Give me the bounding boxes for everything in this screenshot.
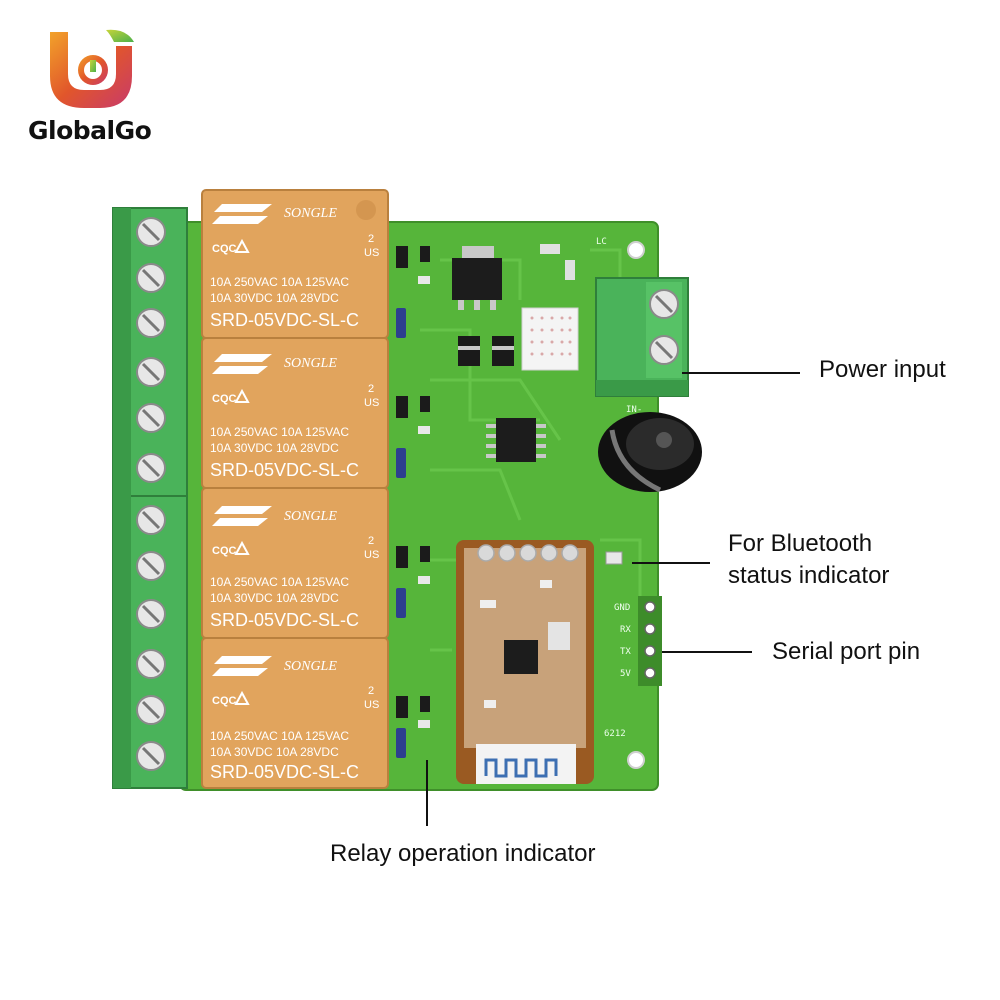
relay-model: SRD-05VDC-SL-C [210, 460, 359, 480]
relay-rating-1: 10A 250VAC 10A 125VAC [210, 729, 349, 743]
relay-ul: US [364, 397, 379, 409]
relay-ul-num: 2 [368, 685, 374, 697]
power-input-leader [682, 372, 800, 374]
led-module [521, 307, 579, 371]
relay-ul-num: 2 [368, 233, 374, 245]
relay-rating-2: 10A 30VDC 10A 28VDC [210, 591, 339, 605]
relay-driver-components [396, 246, 430, 758]
callout-bluetooth-line-1: For Bluetooth [728, 530, 873, 557]
relay-rating-2: 10A 30VDC 10A 28VDC [210, 441, 339, 455]
callout-power-input: Power input [819, 356, 946, 383]
relay-rating-2: 10A 30VDC 10A 28VDC [210, 291, 339, 305]
relay-brand: SONGLE [284, 659, 337, 674]
relay-rating-2: 10A 30VDC 10A 28VDC [210, 745, 339, 759]
relay-4: SONGLE CQC 2 US 10A 250VAC 10A 125VAC 10… [201, 637, 389, 789]
relay-ul: US [364, 699, 379, 711]
brand-name: GlobalGo [28, 116, 152, 145]
relay-cert: CQC [212, 695, 237, 707]
relay-cert: CQC [212, 243, 237, 255]
relay-brand: SONGLE [284, 356, 337, 371]
relay-2: SONGLE CQC 2 US 10A 250VAC 10A 125VAC 10… [201, 337, 389, 489]
relay-ul: US [364, 549, 379, 561]
electrolytic-capacitor [598, 412, 702, 493]
relay-brand: SONGLE [284, 206, 337, 221]
voltage-regulator [452, 246, 502, 310]
silkscreen-in: IN- [626, 405, 642, 415]
serial-pin-tx: TX [620, 647, 631, 657]
callout-relay-indicator: Relay operation indicator [330, 840, 596, 867]
relay-indicator-leader [426, 760, 428, 826]
relay-ul: US [364, 247, 379, 259]
relay-brand: SONGLE [284, 509, 337, 524]
relay-cert: CQC [212, 393, 237, 405]
relay-cert: CQC [212, 545, 237, 557]
bluetooth-status-led [605, 551, 623, 565]
serial-pin-gnd: GND [614, 603, 630, 613]
relay-board: SONGLE CQC 2 US 10A 250VAC 10A 125VAC 10… [112, 189, 702, 791]
microcontroller-chip [486, 418, 546, 462]
relay-rating-1: 10A 250VAC 10A 125VAC [210, 275, 349, 289]
relay-rating-1: 10A 250VAC 10A 125VAC [210, 575, 349, 589]
relay-rating-1: 10A 250VAC 10A 125VAC [210, 425, 349, 439]
silkscreen-lc: LC [596, 237, 607, 247]
capacitors [458, 244, 575, 366]
relay-ul-num: 2 [368, 383, 374, 395]
serial-port-header [638, 596, 662, 686]
relay-ul-num: 2 [368, 535, 374, 547]
serial-pin-5v: 5V [620, 669, 631, 679]
serial-pin-rx: RX [620, 625, 631, 635]
relay-1: SONGLE CQC 2 US 10A 250VAC 10A 125VAC 10… [201, 189, 389, 339]
relay-3: SONGLE CQC 2 US 10A 250VAC 10A 125VAC 10… [201, 487, 389, 639]
relay-model: SRD-05VDC-SL-C [210, 610, 359, 630]
relay-model: SRD-05VDC-SL-C [210, 762, 359, 782]
power-input-terminal [595, 277, 689, 397]
relay-model: SRD-05VDC-SL-C [210, 310, 359, 330]
bluetooth-leader [632, 562, 710, 564]
globalgo-logo-icon [50, 29, 134, 108]
callout-bluetooth-line-2: status indicator [728, 562, 890, 589]
callout-serial-port: Serial port pin [772, 638, 921, 665]
serial-port-leader [662, 651, 752, 653]
output-terminal-blocks [112, 207, 188, 789]
silkscreen-6212: 6212 [604, 729, 626, 739]
bluetooth-module [456, 540, 594, 784]
